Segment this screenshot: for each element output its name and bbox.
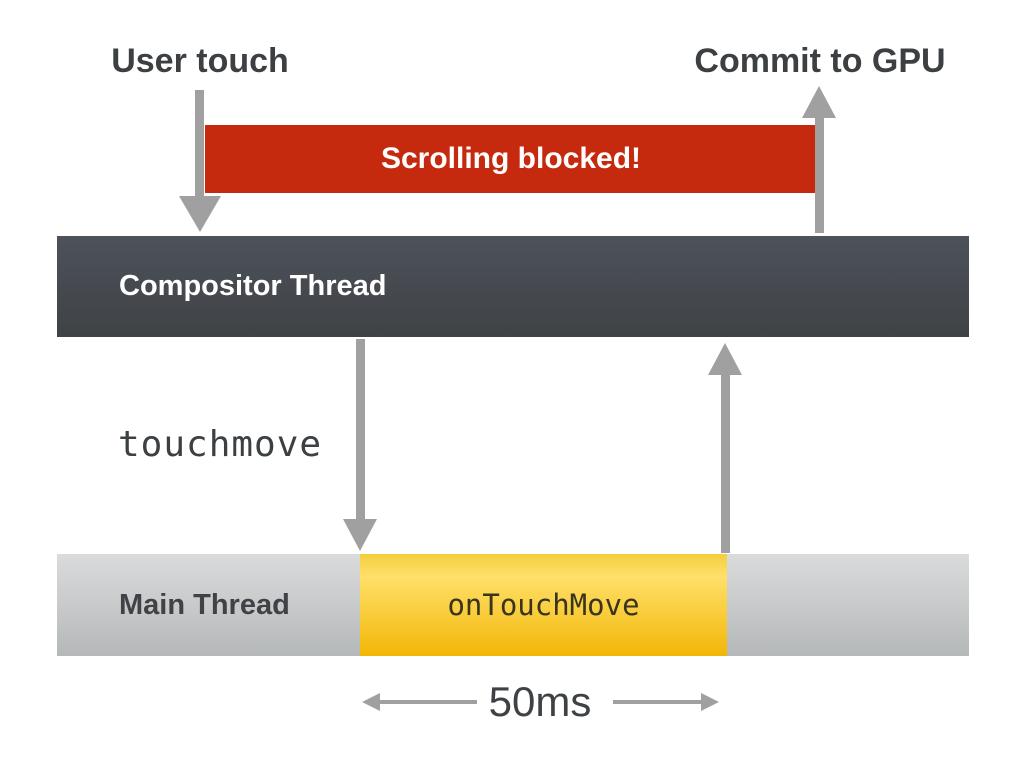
on-touch-move-label: onTouchMove [447, 588, 640, 622]
scrolling-blocked-label: Scrolling blocked! [380, 142, 642, 175]
commit-gpu-arrow-line [815, 116, 824, 233]
user-touch-arrowhead-icon [179, 196, 221, 232]
touchmove-event-label: touchmove [118, 424, 323, 465]
compositor-thread-bar: Compositor Thread [57, 236, 969, 337]
duration-left-arrowhead-icon [362, 693, 380, 711]
main-thread-bar: Main Thread onTouchMove [57, 554, 969, 656]
duration-right-arrow-line [613, 700, 703, 704]
on-touch-move-task-block: onTouchMove [360, 554, 727, 656]
duration-right-arrowhead-icon [701, 693, 719, 711]
touchmove-arrow-line [356, 339, 365, 519]
duration-left-arrow-line [378, 700, 477, 704]
compositor-thread-label: Compositor Thread [119, 270, 387, 302]
commit-gpu-arrowhead-icon [802, 86, 836, 118]
user-touch-arrow-line [195, 90, 204, 196]
handler-return-arrow-line [721, 373, 730, 553]
main-thread-label: Main Thread [119, 589, 290, 621]
user-touch-label: User touch [111, 42, 289, 80]
touchmove-arrowhead-icon [343, 519, 377, 551]
commit-gpu-label: Commit to GPU [694, 42, 946, 80]
duration-label: 50ms [488, 678, 592, 725]
handler-return-arrowhead-icon [708, 343, 742, 375]
scrolling-blocked-banner: Scrolling blocked! [205, 125, 817, 193]
